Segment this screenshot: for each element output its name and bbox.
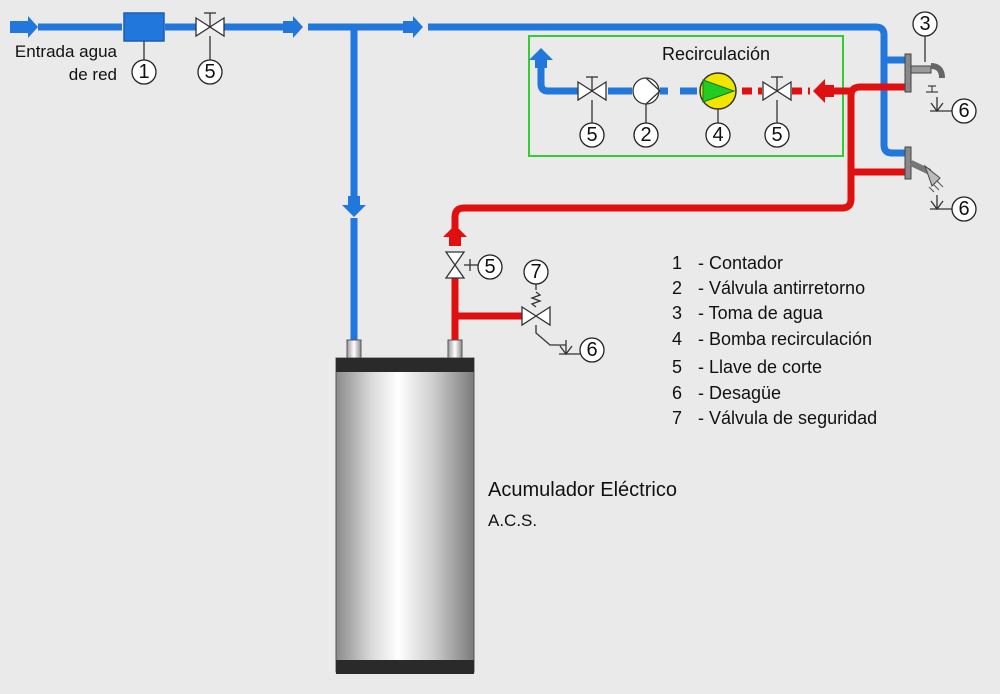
safety-valve [521,284,566,346]
hot-outlet-valve [444,251,478,279]
callout-meter: 1 [131,59,157,85]
svg-text:6: 6 [586,339,597,361]
drain-icon [930,195,952,211]
recirculation-box [528,35,844,157]
legend-num: 1 [672,253,682,273]
svg-text:5: 5 [484,256,495,278]
svg-text:5: 5 [771,124,782,146]
recirculation-pump [699,72,737,123]
legend-num: 5 [672,357,682,377]
cold-pipes [38,23,905,342]
svg-text:3: 3 [919,13,930,35]
check-valve [632,77,661,123]
tank-subtitle: A.C.S. [488,511,537,530]
inlet-valve [195,12,225,60]
callout-check-valve: 2 [633,122,659,148]
water-meter [123,12,165,42]
callout-recirc-valve-left: 5 [579,122,605,148]
legend-text: - Bomba recirculación [698,329,872,349]
svg-text:5: 5 [204,61,215,83]
svg-text:6: 6 [958,198,969,220]
svg-text:6: 6 [958,100,969,122]
inlet-label: Entrada agua [15,42,118,61]
svg-text:4: 4 [712,124,723,146]
svg-text:7: 7 [530,261,541,283]
legend-num: 2 [672,278,682,298]
callout-inlet-valve: 5 [197,59,223,85]
legend-text: - Toma de agua [698,303,824,323]
legend: 1 - Contador 2 - Válvula antirretorno 3 … [672,253,877,428]
legend-text: - Llave de corte [698,357,822,377]
hot-pipes [451,83,905,342]
water-outlet-tap [904,53,945,93]
legend-text: - Válvula de seguridad [698,408,877,428]
legend-text: - Desagüe [698,383,781,403]
inlet-label-2: de red [69,65,117,84]
legend-num: 3 [672,303,682,323]
legend-num: 6 [672,383,682,403]
recirc-valve-left [577,76,607,123]
drain-icon [930,97,952,113]
drain-icon [559,340,580,356]
callout-hot-valve: 5 [477,254,503,280]
legend-text: - Contador [698,253,783,273]
callout-drain-top: 6 [951,98,977,124]
legend-num: 4 [672,329,682,349]
svg-text:5: 5 [586,124,597,146]
legend-num: 7 [672,408,682,428]
flow-arrows-cold [10,16,553,217]
callout-safety-valve: 7 [523,259,549,285]
svg-text:1: 1 [138,61,149,83]
recirc-valve-right [762,76,792,123]
svg-text:2: 2 [640,124,651,146]
electric-water-heater [335,339,475,674]
callout-pump: 4 [705,122,731,148]
tank-title: Acumulador Eléctrico [488,479,677,501]
flow-arrows-hot [443,79,834,246]
callout-recirc-valve-right: 5 [764,122,790,148]
legend-text: - Válvula antirretorno [698,278,865,298]
callout-outlet: 3 [912,11,938,37]
recirculation-label: Recirculación [662,44,770,64]
water-outlet-shower [904,146,944,193]
callout-drain-mid: 6 [951,196,977,222]
callout-drain-safety: 6 [579,337,605,363]
